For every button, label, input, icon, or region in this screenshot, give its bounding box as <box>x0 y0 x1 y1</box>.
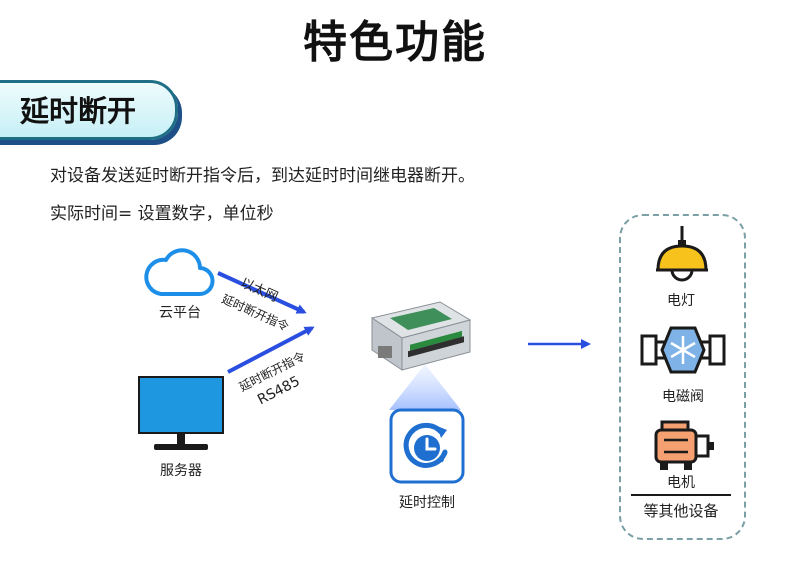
section-tab-label: 延时断开 <box>20 94 137 128</box>
cloud-icon <box>144 248 215 297</box>
cloud-label: 云平台 <box>159 305 201 321</box>
rs485-arrow <box>227 326 315 374</box>
devices-divider <box>631 494 731 496</box>
valve-icon <box>640 326 726 374</box>
lamp-icon <box>656 226 708 282</box>
light-beam <box>389 364 461 410</box>
description-line-2: 实际时间= 设置数字，单位秒 <box>50 204 274 224</box>
monitor-icon <box>138 376 224 450</box>
ethernet-arrow <box>217 271 307 314</box>
timer-icon <box>389 408 465 484</box>
more-devices-label: 等其他设备 <box>643 502 719 520</box>
motor-icon <box>654 420 714 470</box>
page-title: 特色功能 <box>303 17 487 68</box>
relay-controller-icon <box>370 301 472 371</box>
device-label-valve: 电磁阀 <box>662 389 704 405</box>
devices-panel <box>619 214 746 540</box>
device-label-motor: 电机 <box>667 475 695 491</box>
timer-label: 延时控制 <box>399 495 455 511</box>
device-label-lamp: 电灯 <box>667 293 695 309</box>
description-line-1: 对设备发送延时断开指令后，到达延时时间继电器断开。 <box>50 166 475 186</box>
server-label: 服务器 <box>160 463 202 479</box>
section-tab <box>0 80 178 140</box>
